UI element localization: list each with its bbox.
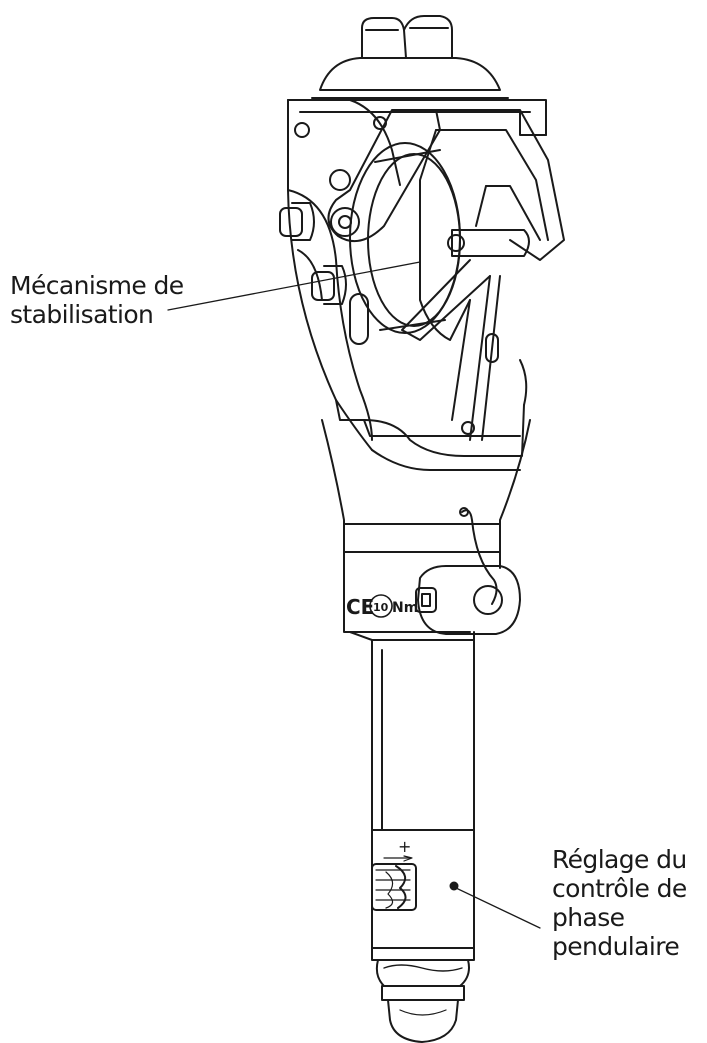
clamp-ring bbox=[343, 507, 521, 641]
knee-housing bbox=[287, 99, 547, 451]
side-pins bbox=[279, 202, 499, 363]
body-taper bbox=[321, 419, 531, 527]
stabilisation-label: Mécanisme de stabilisation bbox=[10, 271, 184, 329]
swing-control-label: Réglage du contrôle de phase pendulaire bbox=[552, 845, 687, 961]
stabilisation-label-line: stabilisation bbox=[10, 300, 154, 329]
front-link bbox=[327, 109, 441, 243]
ring-markings: CE 10 Nm bbox=[346, 594, 418, 619]
stabilisation-label-line: Mécanisme de bbox=[10, 271, 184, 300]
lower-tube bbox=[371, 639, 475, 831]
rocker-frame bbox=[401, 109, 565, 441]
swing-control-label-line: phase bbox=[552, 903, 625, 932]
top-pyramid-adapter bbox=[311, 15, 509, 99]
swing-adjuster: + bbox=[371, 829, 475, 961]
torque-unit: Nm bbox=[392, 600, 418, 616]
stabilisation-leader-line bbox=[167, 261, 421, 311]
torque-value: 10 bbox=[373, 601, 389, 614]
swing-control-label-line: pendulaire bbox=[552, 932, 680, 961]
swing-control-label-line: contrôle de bbox=[552, 874, 687, 903]
swing-control-label-line: Réglage du bbox=[552, 845, 687, 874]
swing-control-leader-line bbox=[455, 887, 541, 929]
plus-marker: + bbox=[398, 837, 411, 856]
housing-shoulder bbox=[335, 359, 528, 471]
bottom-connector bbox=[375, 959, 470, 1043]
